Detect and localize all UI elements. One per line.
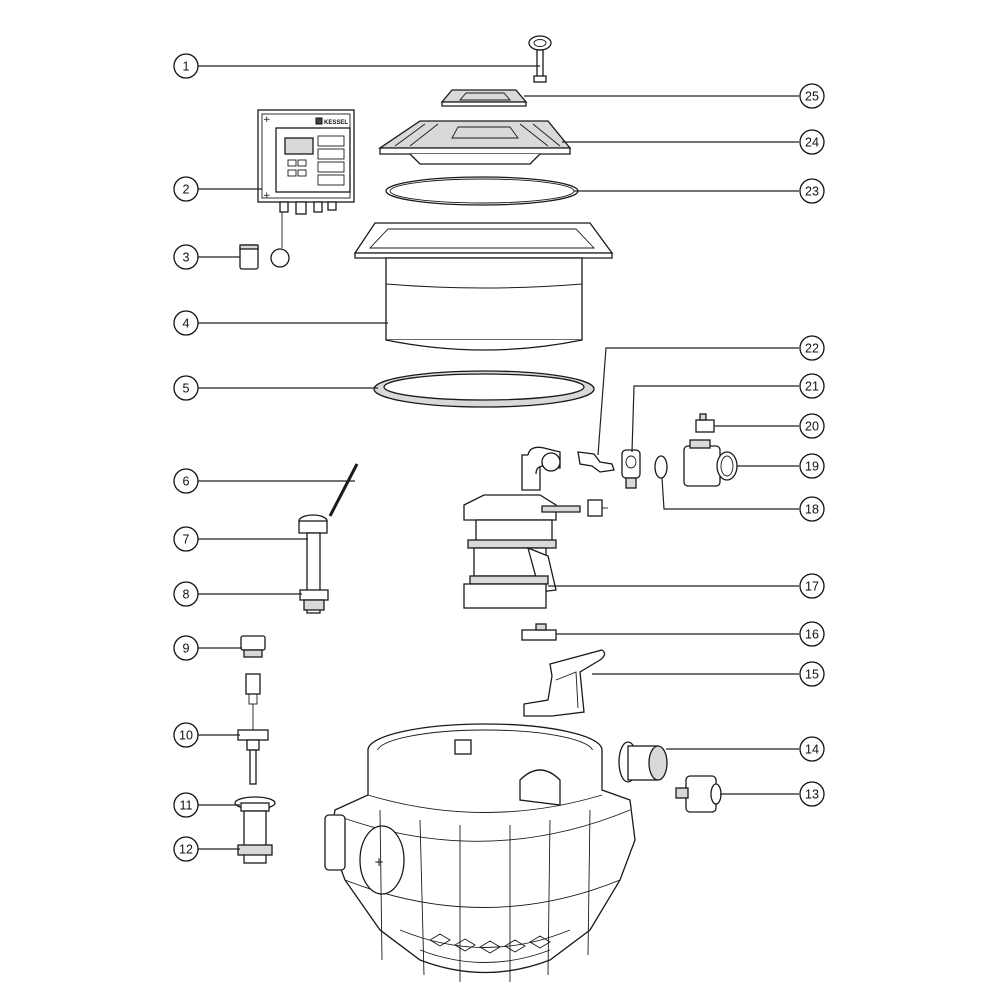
callout-17: 17: [799, 573, 825, 599]
callout-21: 21: [799, 373, 825, 399]
callout-label: 24: [805, 136, 819, 150]
part-9-cap-nut: [240, 635, 266, 658]
callout-2: 2: [173, 176, 199, 202]
part-14-pipe-socket: [618, 741, 668, 783]
part-3-battery: [239, 244, 259, 270]
part-19-connection-housing: [683, 439, 738, 487]
part-6-float-rod: [328, 463, 359, 517]
callout-label: 14: [805, 743, 819, 757]
callout-label: 18: [805, 503, 819, 517]
svg-text:+: +: [263, 115, 271, 125]
callout-25: 25: [799, 83, 825, 109]
callout-14: 14: [799, 736, 825, 762]
part-24-large-grate: [377, 120, 572, 165]
svg-text:+: +: [263, 191, 271, 201]
part-1-key: [528, 35, 552, 83]
part-21-valve: [621, 449, 641, 489]
callout-15: 15: [799, 661, 825, 687]
callout-label: 20: [805, 420, 819, 434]
svg-text:+: +: [374, 855, 384, 869]
callout-label: 6: [183, 475, 190, 489]
part-23-gasket: [385, 176, 579, 206]
callout-24: 24: [799, 129, 825, 155]
callout-label: 17: [805, 580, 819, 594]
part-10-sensor-probe: [237, 673, 269, 785]
callout-label: 13: [805, 788, 819, 802]
callout-13: 13: [799, 781, 825, 807]
callout-label: 2: [183, 183, 190, 197]
callout-label: 1: [183, 60, 190, 74]
callout-7: 7: [173, 526, 199, 552]
callout-16: 16: [799, 621, 825, 647]
part-25-small-grate: [440, 89, 528, 107]
callout-label: 12: [179, 843, 193, 857]
callout-6: 6: [173, 468, 199, 494]
callout-label: 9: [183, 642, 190, 656]
callout-5: 5: [173, 375, 199, 401]
callout-label: 25: [805, 90, 819, 104]
part-12-sleeve: [237, 810, 273, 864]
callout-10: 10: [173, 722, 199, 748]
part-8-clamp: [299, 589, 329, 611]
callout-label: 23: [805, 185, 819, 199]
callout-label: 4: [183, 317, 190, 331]
part-22-lever: [577, 451, 615, 473]
callout-label: 5: [183, 382, 190, 396]
callout-4: 4: [173, 310, 199, 336]
part-20-clip: [695, 413, 715, 433]
part-17-pump: [463, 446, 608, 609]
part-2-control-unit: KESSEL + +: [257, 109, 355, 268]
callout-23: 23: [799, 178, 825, 204]
callout-label: 10: [179, 729, 193, 743]
callout-label: 21: [805, 380, 819, 394]
callout-label: 22: [805, 342, 819, 356]
callout-label: 15: [805, 668, 819, 682]
callout-8: 8: [173, 581, 199, 607]
part-16-bracket: [521, 623, 557, 641]
callout-20: 20: [799, 413, 825, 439]
callout-18: 18: [799, 496, 825, 522]
device-brand-label: KESSEL: [324, 120, 348, 126]
part-5-seal-ring: [373, 370, 595, 408]
callout-label: 11: [180, 799, 193, 813]
callout-label: 16: [805, 628, 819, 642]
leader-lines: [198, 65, 799, 850]
part-11-flange: [234, 796, 276, 812]
part-18-flap: [654, 455, 668, 479]
callout-3: 3: [173, 244, 199, 270]
callout-12: 12: [173, 836, 199, 862]
part-13-nonreturn-valve: [675, 775, 722, 813]
callout-label: 8: [183, 588, 190, 602]
part-15-guide-rail: [523, 649, 606, 717]
callout-1: 1: [173, 53, 199, 79]
callout-9: 9: [173, 635, 199, 661]
callout-label: 19: [805, 460, 819, 474]
collection-tank: +: [324, 723, 636, 982]
callout-11: 11: [173, 792, 199, 818]
callout-22: 22: [799, 335, 825, 361]
callout-label: 3: [183, 251, 190, 265]
callout-label: 7: [183, 533, 190, 547]
part-4-extension-shaft: [353, 222, 614, 351]
callout-19: 19: [799, 453, 825, 479]
